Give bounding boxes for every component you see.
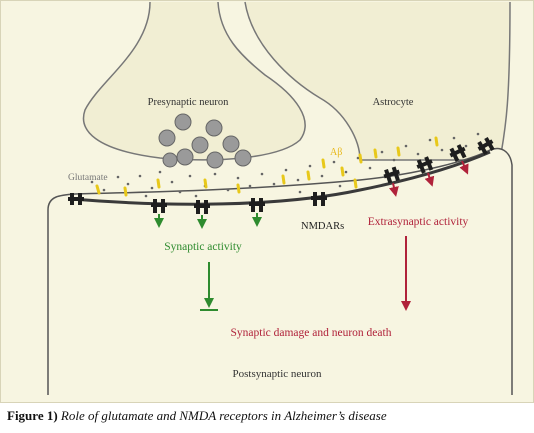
glutamate-dots bbox=[90, 132, 480, 198]
synaptic-receptor bbox=[194, 200, 210, 214]
synaptic-vesicles bbox=[158, 113, 252, 169]
edge-receptor bbox=[68, 193, 84, 205]
caption-number: Figure 1) bbox=[7, 408, 58, 423]
abeta-label: Aβ bbox=[330, 147, 342, 158]
extrasynaptic-receptors bbox=[383, 136, 495, 184]
astrocyte bbox=[244, 1, 511, 161]
abeta-markers bbox=[95, 136, 439, 197]
presynaptic-label: Presynaptic neuron bbox=[148, 97, 230, 108]
extrasynaptic-small-arrows bbox=[389, 160, 469, 197]
nmdars-label: NMDARs bbox=[301, 221, 344, 232]
synaptic-small-arrows bbox=[154, 213, 262, 229]
damage-label: Synaptic damage and neuron death bbox=[231, 327, 392, 339]
postsynaptic-label: Postsynaptic neuron bbox=[233, 368, 322, 380]
caption-text: Role of glutamate and NMDA receptors in … bbox=[60, 408, 387, 423]
nmdar-receptor bbox=[311, 192, 327, 206]
synaptic-receptor bbox=[151, 199, 167, 213]
synaptic-nmda-receptors bbox=[68, 192, 327, 214]
presynaptic-neuron bbox=[82, 1, 306, 161]
glutamate-label: Glutamate bbox=[68, 173, 108, 183]
postsynaptic-membrane bbox=[71, 150, 491, 206]
astrocyte-label: Astrocyte bbox=[373, 97, 414, 108]
figure-caption: Figure 1) Role of glutamate and NMDA rec… bbox=[7, 408, 527, 428]
synaptic-label: Synaptic activity bbox=[164, 241, 242, 253]
synaptic-receptor bbox=[249, 198, 265, 212]
extrasynaptic-label: Extrasynaptic activity bbox=[368, 216, 469, 228]
